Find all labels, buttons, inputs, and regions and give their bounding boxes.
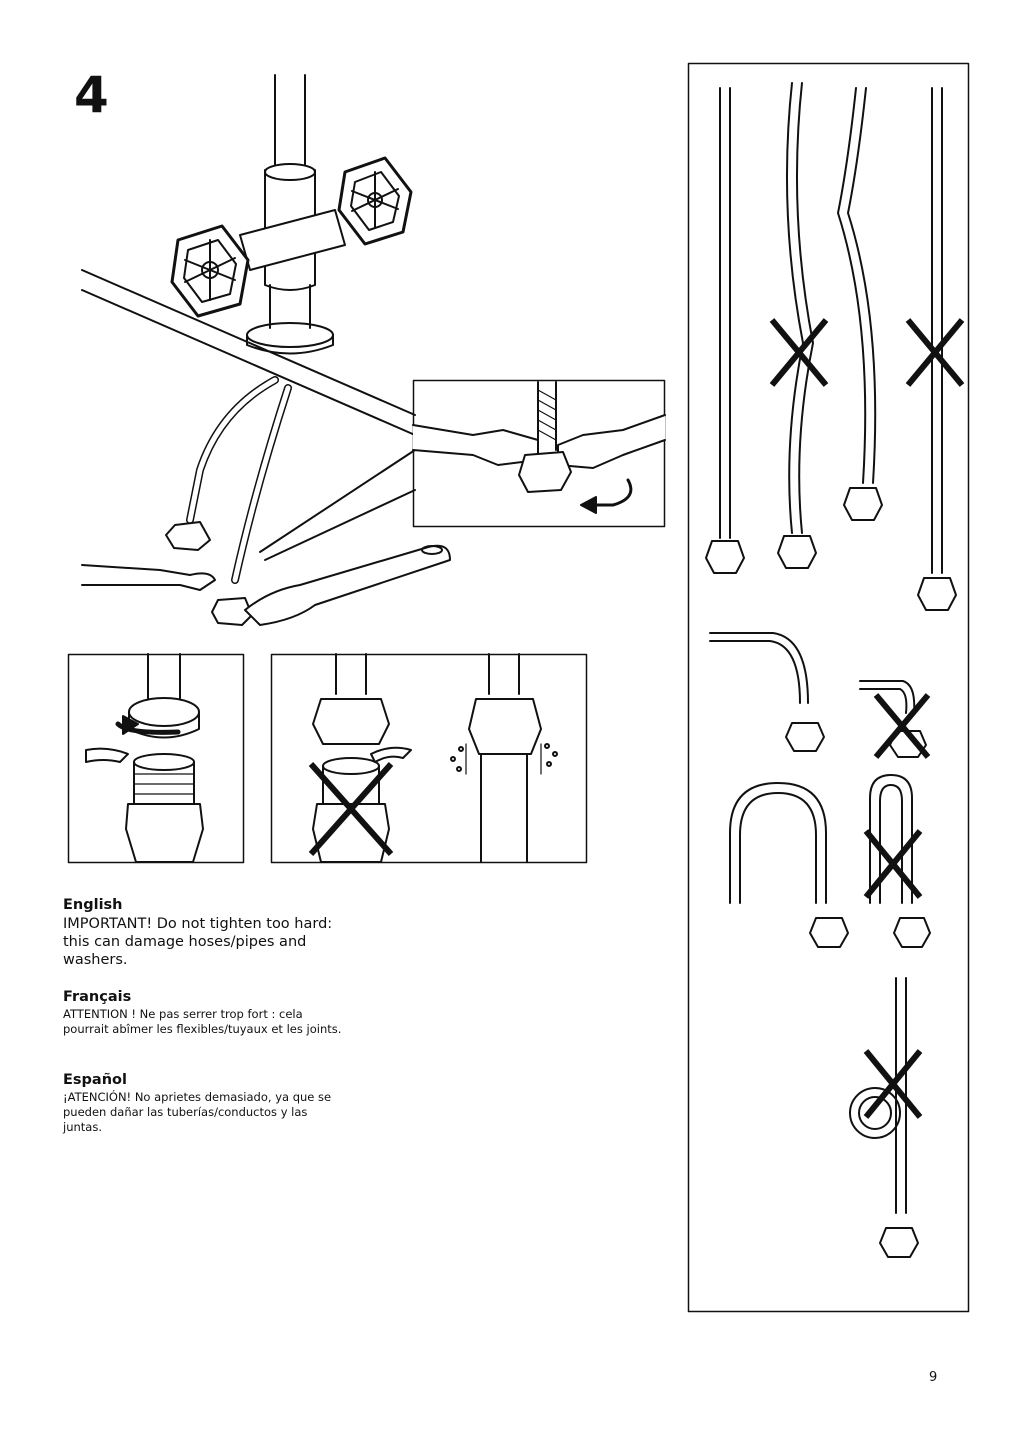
instruction-text: IMPORTANT! Do not tighten too hard: this…	[63, 916, 333, 968]
instruction-text: ATTENTION ! Ne pas serrer trop fort : ce…	[63, 1007, 342, 1036]
instruction-text: ¡ATENCIÓN! No aprietes demasiado, ya que…	[63, 1090, 332, 1134]
wrench-detail-illustration	[412, 379, 666, 528]
instruction-french: Français ATTENTION ! Ne pas serrer trop …	[63, 989, 343, 1037]
language-name: English	[63, 897, 123, 913]
faucet-installation-illustration	[81, 74, 451, 626]
instruction-spanish: Español ¡ATENCIÓN! No aprietes demasiado…	[63, 1072, 343, 1135]
language-name: Français	[63, 989, 132, 1005]
hose-bending-guide-illustration	[687, 62, 970, 1313]
page-number: 9	[929, 1370, 938, 1385]
step-number: 4	[74, 66, 109, 124]
washer-detail-illustration	[67, 653, 245, 864]
instruction-english: English IMPORTANT! Do not tighten too ha…	[63, 897, 343, 969]
washer-comparison-illustration	[270, 653, 588, 864]
language-name: Español	[63, 1072, 127, 1088]
